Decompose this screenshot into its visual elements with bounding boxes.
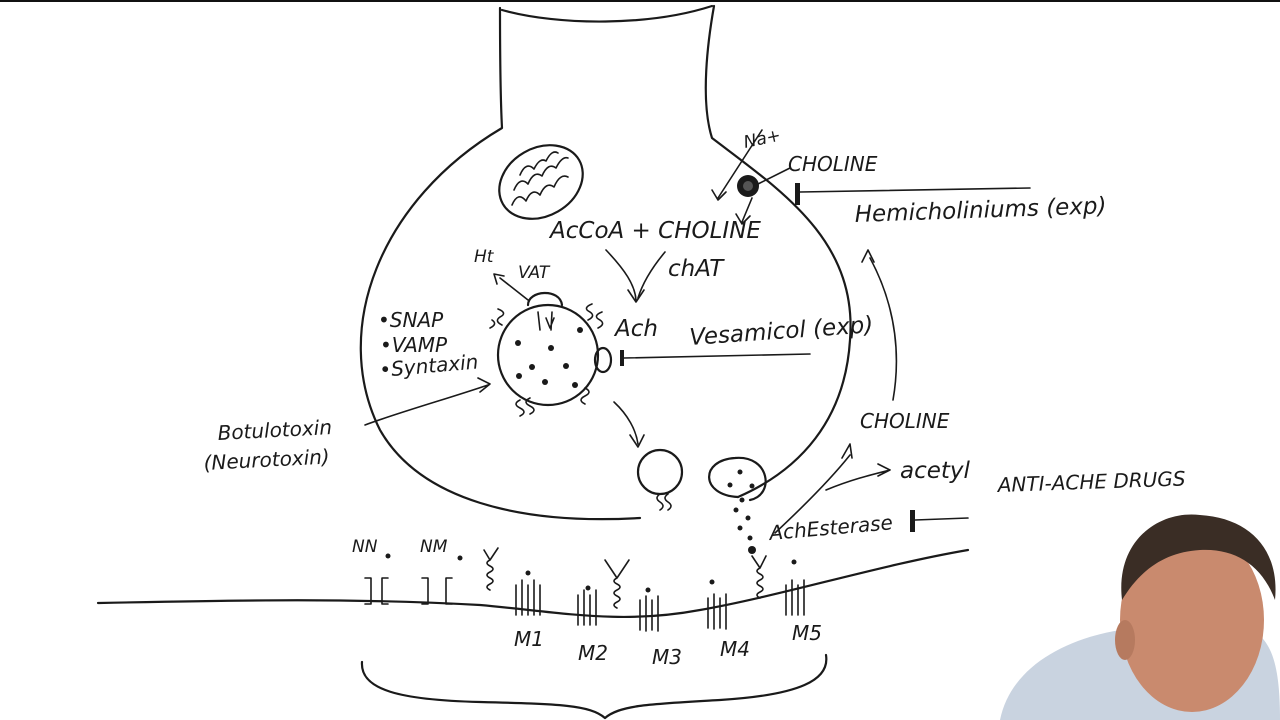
arrow-botulotoxin [364, 377, 491, 426]
nn-label: NN [352, 537, 378, 557]
presynaptic-terminal-outline [359, 4, 852, 521]
hemicholinium-label: Hemicholiniums (exp) [854, 193, 1107, 228]
acoa-choline-label: AcCoA + CHOLINE [548, 218, 761, 244]
nicotinic-receptors [364, 553, 463, 605]
snap-label: •SNAP [378, 308, 444, 332]
choline-transporter [711, 129, 1031, 225]
na-label: Na+ [742, 126, 783, 153]
synaptic-vesicle [489, 273, 811, 448]
presenter-photo [1000, 514, 1280, 720]
docking-vesicle [636, 448, 684, 511]
m5-label: M5 [792, 621, 822, 645]
vat-label: VAT [518, 263, 551, 283]
ach-esterase-label: AchEsterase [766, 510, 893, 545]
mitochondrion [498, 144, 584, 220]
m1-label: M1 [514, 627, 544, 651]
anti-ache-label: ANTI-ACHE DRUGS [995, 466, 1186, 497]
choline-label-right: CHOLINE [860, 409, 950, 433]
m2-label: M2 [578, 641, 608, 665]
exocytosis-vesicle [708, 456, 767, 541]
anti-ache-block [910, 510, 915, 532]
ach-label: Ach [613, 316, 658, 342]
neurotoxin-label: (Neurotoxin) [203, 444, 330, 475]
vesamicol-label: Vesamicol (exp) [689, 312, 875, 351]
chat-label: chAT [668, 256, 725, 282]
postsynaptic-membrane [96, 548, 970, 619]
m3-label: M3 [652, 645, 682, 669]
acetyl-label: acetyl [900, 458, 971, 484]
muscarinic-receptors [483, 547, 805, 632]
nm-label: NM [420, 537, 448, 557]
top-border [0, 0, 1280, 2]
ache-enzyme [748, 546, 756, 554]
arrow-acoa-to-ach [605, 249, 645, 303]
arrow-choline-recycle [861, 249, 898, 401]
bottom-brace [360, 653, 828, 720]
botulotoxin-label: Botulotoxin [217, 415, 333, 445]
axon-top-cap [500, 4, 714, 23]
vamp-label: •VAMP [380, 333, 448, 357]
ht-label: Ht [474, 247, 495, 267]
arrow-esterase-to-choline [774, 443, 853, 534]
choline-label-top: CHOLINE [788, 152, 878, 176]
arrow-esterase-to-acetyl [825, 463, 891, 491]
m4-label: M4 [720, 637, 750, 661]
arrow-choline-to-ach [637, 251, 666, 299]
